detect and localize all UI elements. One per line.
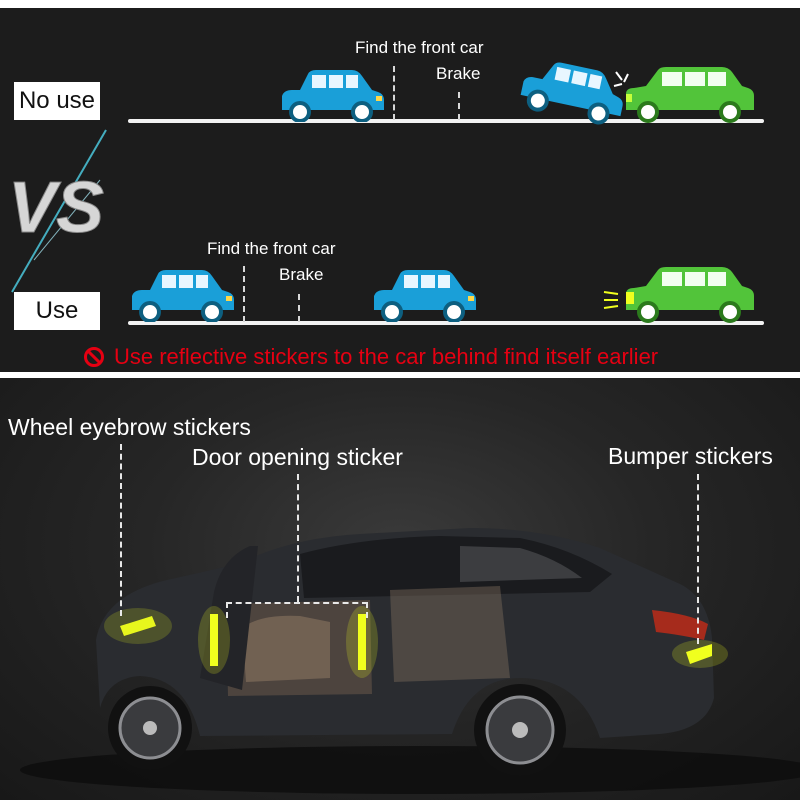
use-label: Use [14,292,100,330]
door-bracket-left [226,602,228,618]
wheel-leader-line [120,444,122,616]
brake-label-top: Brake [436,64,481,83]
svg-text:VS: VS [8,168,104,248]
road-top [128,119,764,123]
blue-car-icon [374,270,476,322]
wheel-eyebrow-callout: Wheel eyebrow stickers [8,414,251,440]
blue-car-icon [282,70,384,122]
road-bottom [128,321,764,325]
blue-car-icon [132,270,234,322]
door-bracket-line [226,602,368,604]
sticker-placement-panel: Wheel eyebrow stickers Door opening stic… [0,378,800,800]
comparison-panel: No use Find the front car Brake [0,8,800,372]
bumper-leader-line [697,474,699,644]
bumper-callout: Bumper stickers [608,443,773,469]
find-marker-bottom [243,266,245,322]
brake-marker-top [458,92,460,120]
no-entry-icon [84,347,104,367]
warning-message: Use reflective stickers to the car behin… [84,342,658,372]
warning-text: Use reflective stickers to the car behin… [114,344,659,369]
green-car-icon [626,67,754,123]
find-front-car-label-bottom: Find the front car [207,239,336,258]
brake-label-bottom: Brake [279,265,324,284]
impact-spark-icon [613,71,629,87]
door-leader-line [297,474,299,602]
vs-graphic: VS [8,129,107,293]
no-use-label: No use [14,82,100,120]
brake-marker-bottom [298,294,300,322]
green-car-reflective-icon [603,267,754,323]
find-front-car-label-top: Find the front car [355,38,484,57]
car-illustration [20,528,800,794]
door-opening-callout: Door opening sticker [192,444,403,470]
door-bracket-right [366,602,368,618]
find-marker-top [393,66,395,120]
crashing-blue-car-icon [520,62,623,125]
